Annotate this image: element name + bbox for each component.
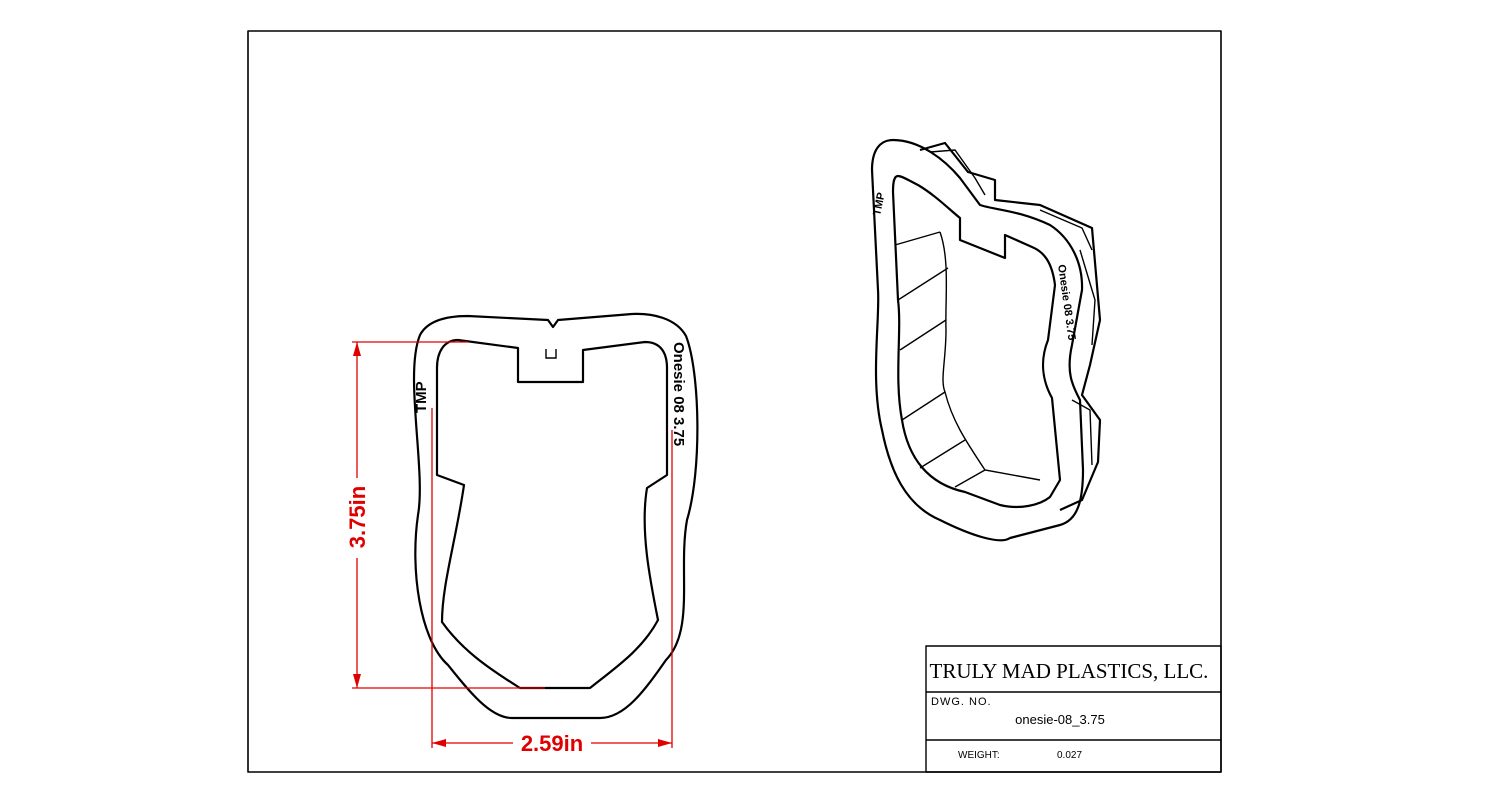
width-label-bg [513,731,591,755]
cutter-inner-outline [435,338,669,690]
emboss-right-text: Onesie 08 3.75 [670,342,687,446]
dwg-no-value: onesie-08_3.75 [1015,712,1105,727]
height-label-bg [343,478,371,558]
iso-wall-line [897,267,949,301]
company-name: TRULY MAD PLASTICS, LLC. [930,659,1209,683]
iso-wall-line [954,469,986,488]
iso-inner-outline [891,174,1062,509]
width-arrow-right [658,739,672,747]
iso-wall-line [901,391,946,421]
iso-emboss-left-text: TMP [871,191,888,216]
height-arrow-bottom [353,674,361,688]
height-arrow-top [353,342,361,356]
iso-inner-bottom-edge [939,231,1041,481]
iso-emboss-right-text: Onesie 08 3.75 [1055,264,1078,341]
cutter-outer-outline [412,312,699,720]
dwg-no-label: DWG. NO. [931,696,992,708]
iso-wall-line [894,231,941,246]
width-arrow-left [432,739,446,747]
width-dimension-label: 2.59in [521,731,583,756]
iso-wall-line [899,319,947,351]
weight-value: 0.027 [1057,750,1082,761]
iso-back-wall-step [929,149,1096,466]
title-block-frame [925,645,1222,773]
iso-wall-line [919,439,966,469]
emboss-left-text: TMP [413,381,430,413]
iso-outer-outline [870,138,1085,542]
height-dimension-label: 3.75in [345,486,370,548]
sheet-border [247,30,1222,773]
weight-label: WEIGHT: [958,750,1000,761]
center-notch [545,349,557,359]
isometric-view: TMP Onesie 08 3.75 [870,138,1102,542]
title-block: TRULY MAD PLASTICS, LLC. DWG. NO. onesie… [925,645,1222,773]
